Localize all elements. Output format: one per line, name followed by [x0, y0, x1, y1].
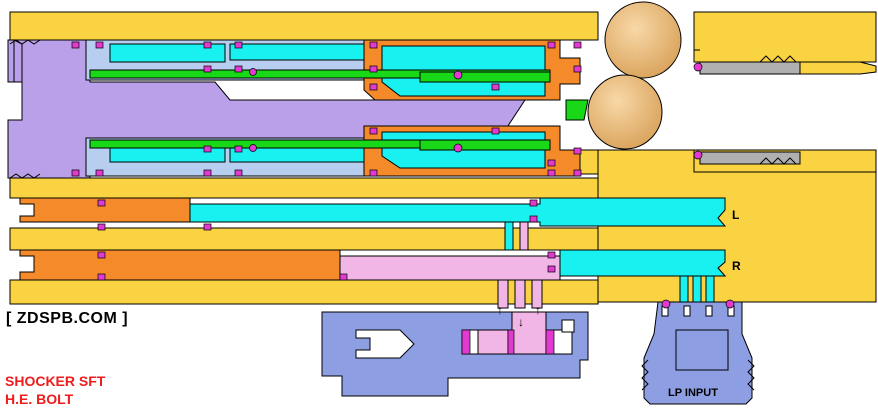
left-cylinder-chamber — [189, 197, 727, 227]
paintballs — [587, 1, 682, 150]
control-cylinders — [19, 197, 727, 309]
barrel-lower-bore — [699, 151, 801, 165]
paintball-upper — [604, 1, 682, 79]
diagram-title-line-2: H.E. BOLT — [5, 391, 74, 407]
diagram-title-line-1: SHOCKER SFT — [5, 373, 106, 389]
barrel-section — [693, 49, 877, 165]
flow-arrow-up-2: ↑ — [535, 303, 541, 317]
lp-input-label: LP INPUT — [668, 387, 718, 399]
barrel-upper-bore — [699, 61, 801, 75]
barrel-top — [693, 11, 877, 63]
flow-arrow-down: ↓ — [518, 315, 524, 329]
site-label: [ ZDSPB.COM ] — [6, 310, 129, 327]
right-cylinder-piston — [19, 249, 341, 281]
port-label-right: R — [732, 259, 741, 273]
paintball-lower — [587, 74, 663, 150]
lp-input-regulator — [641, 301, 755, 405]
body-lower-rail-1 — [9, 177, 599, 199]
body-top-rail — [9, 11, 599, 41]
o-ring-seals — [71, 41, 735, 355]
body-lower-rail-3 — [9, 279, 599, 305]
firing-pins — [89, 69, 589, 151]
flow-arrow-up-1: ↑ — [497, 303, 503, 317]
port-label-left: L — [732, 208, 740, 222]
